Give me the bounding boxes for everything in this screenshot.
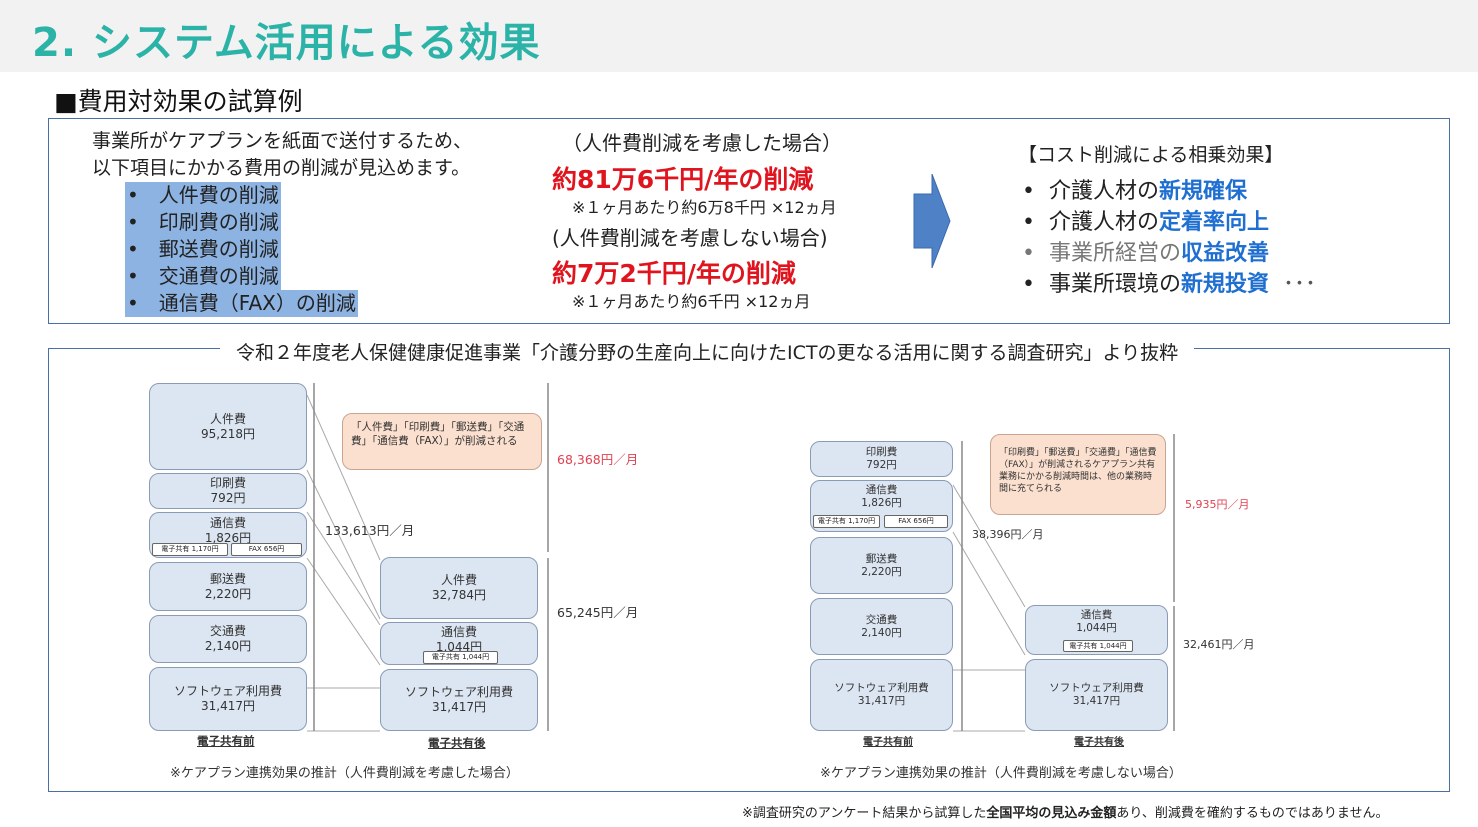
sub-cost-fax: FAX 656円 [884, 515, 948, 528]
synergy-list: • 介護人材の新規確保 • 介護人材の定着率向上 • 事業所経営の収益改善 • … [1022, 176, 1316, 300]
case2-amount: 約7万2千円/年の削減 [552, 259, 796, 288]
case1-note: ※１ヶ月あたり約6万8千円 ×12ヵ月 [572, 198, 837, 217]
list-item: • 通信費（FAX）の削減 [125, 290, 358, 317]
reduction-list: • 人件費の削減 • 印刷費の削減 • 郵送費の削減 • 交通費の削減 • 通信… [125, 182, 358, 317]
total-before: 38,396円／月 [972, 528, 1044, 541]
monthly-saving: 68,368円／月 [557, 452, 639, 467]
list-item: • 介護人材の新規確保 [1022, 179, 1247, 204]
list-item: • 介護人材の定着率向上 [1022, 210, 1269, 235]
reduction-note: 「人件費」「印刷費」「郵送費」「交通費」「通信費（FAX）」が削減される [342, 413, 542, 470]
page-title: 2. システム活用による効果 [32, 20, 541, 66]
source-title: 令和２年度老人保健健康促進事業「介護分野の生産向上に向けたICTの更なる活用に関… [220, 338, 1195, 365]
label-before: 電子共有前 [863, 737, 913, 748]
sub-cost-electronic: 電子共有 1,170円 [813, 515, 880, 528]
case1-label: （人件費削減を考慮した場合） [562, 131, 842, 155]
label-after: 電子共有後 [428, 736, 486, 750]
sub-cost-fax: FAX 656円 [231, 543, 302, 556]
sub-cost-electronic: 電子共有 1,044円 [1063, 640, 1133, 652]
list-item: • 事業所環境の新規投資 ･･･ [1022, 272, 1317, 297]
label-before: 電子共有前 [197, 734, 255, 748]
case2-note: ※１ヶ月あたり約6千円 ×12ヵ月 [572, 292, 811, 311]
monthly-saving: 5,935円／月 [1185, 498, 1250, 511]
reduction-note: 「印刷費」「郵送費」「交通費」「通信費（FAX）」が削減されるケアプラン共有業務… [990, 434, 1166, 515]
intro-line: 事業所がケアプランを紙面で送付するため、 [92, 130, 473, 152]
intro-text: 事業所がケアプランを紙面で送付するため、 以下項目にかかる費用の削減が見込めます… [92, 128, 472, 182]
intro-line: 以下項目にかかる費用の削減が見込めます。 [92, 157, 471, 179]
synergy-heading: 【コスト削減による相乗効果】 [1018, 144, 1284, 166]
list-item: • 印刷費の削減 [125, 209, 281, 236]
total-before: 133,613円／月 [325, 523, 415, 538]
section-subtitle: ■費用対効果の試算例 [54, 87, 303, 116]
case1-amount: 約81万6千円/年の削減 [552, 165, 814, 194]
diagram-caption: ※ケアプラン連携効果の推計（人件費削減を考慮した場合） [170, 766, 519, 781]
list-item: • 郵送費の削減 [125, 236, 281, 263]
arrow-right-icon [913, 173, 951, 269]
list-item: • 人件費の削減 [125, 182, 281, 209]
list-item: • 事業所経営の収益改善 [1022, 241, 1269, 266]
total-after: 32,461円／月 [1183, 638, 1255, 651]
summary-panel [48, 118, 1450, 324]
sub-cost-electronic: 電子共有 1,044円 [423, 651, 498, 664]
list-item: • 交通費の削減 [125, 263, 281, 290]
case2-label: (人件費削減を考慮しない場合) [552, 226, 828, 250]
diagram-caption: ※ケアプラン連携効果の推計（人件費削減を考慮しない場合） [820, 766, 1182, 781]
sub-cost-electronic: 電子共有 1,170円 [152, 543, 228, 556]
disclaimer: ※調査研究のアンケート結果から試算した全国平均の見込み金額あり、削減費を確約する… [742, 806, 1389, 821]
label-after: 電子共有後 [1074, 737, 1124, 748]
header-bar [0, 0, 1478, 72]
total-after: 65,245円／月 [557, 605, 639, 620]
